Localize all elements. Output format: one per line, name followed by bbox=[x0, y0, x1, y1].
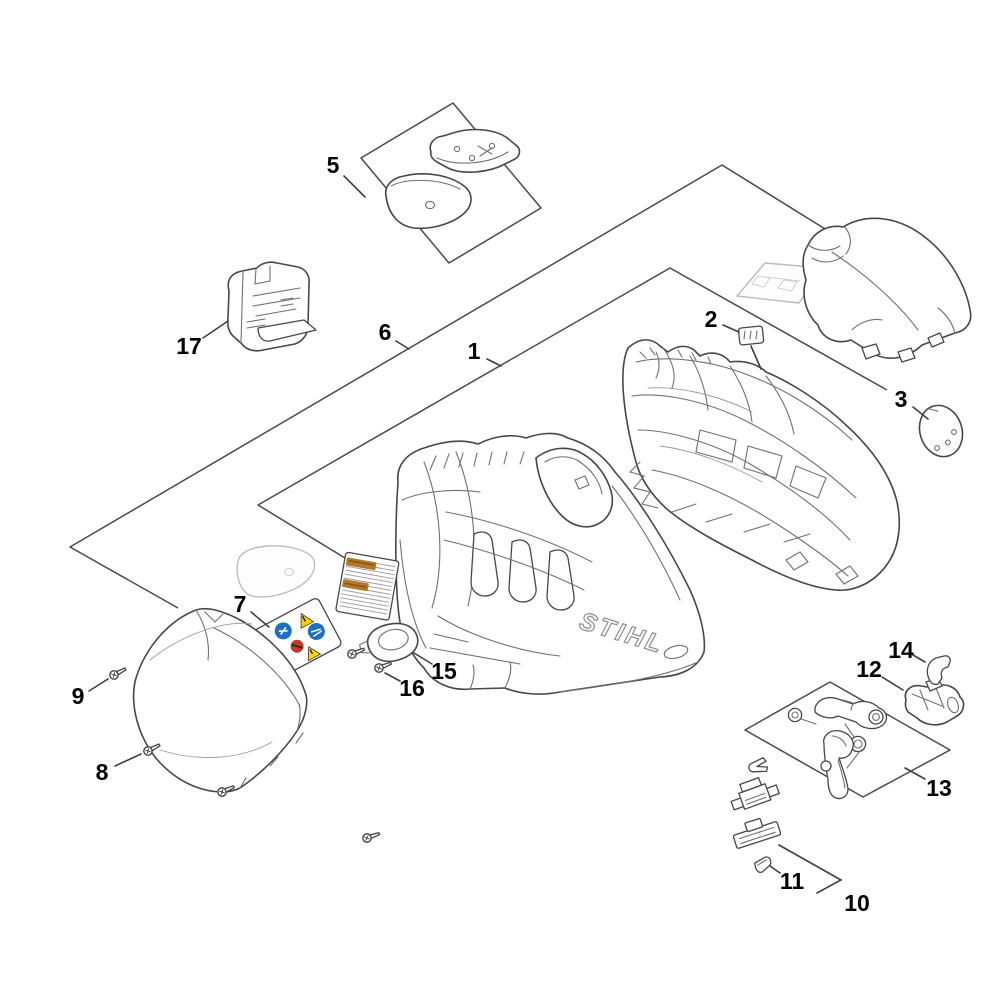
callout-15: 15 bbox=[431, 658, 457, 684]
assembly-outline-inner bbox=[257, 267, 888, 559]
leader-lines bbox=[88, 175, 929, 894]
warning-triangle-icon bbox=[307, 646, 322, 662]
part-15-cover bbox=[359, 622, 419, 663]
housing-half-left: STIHL bbox=[395, 432, 706, 695]
screw-loose bbox=[360, 828, 382, 845]
callout-2: 2 bbox=[705, 306, 718, 332]
callout-14: 14 bbox=[888, 637, 914, 663]
callout-16: 16 bbox=[399, 675, 425, 701]
warning-triangle-icon bbox=[300, 612, 315, 629]
cover-shell-lower bbox=[384, 173, 472, 230]
part-3-cover-disc bbox=[918, 404, 964, 458]
slider-bracket-lower bbox=[732, 817, 782, 849]
callout-9: 9 bbox=[72, 683, 85, 709]
handle-cover-top bbox=[802, 217, 972, 363]
callout-3: 3 bbox=[895, 386, 908, 412]
callout-5: 5 bbox=[327, 152, 340, 178]
screw-9 bbox=[107, 664, 129, 682]
callout-7: 7 bbox=[234, 591, 247, 617]
part-12-switch-housing bbox=[904, 677, 965, 726]
part-2-pointer-line bbox=[750, 345, 762, 370]
mandatory-sign-icon bbox=[274, 622, 292, 640]
mandatory-sign-icon bbox=[307, 622, 325, 640]
information-label bbox=[335, 551, 400, 621]
part-11-cap bbox=[754, 856, 772, 873]
callout-8: 8 bbox=[96, 759, 109, 785]
callout-11: 11 bbox=[780, 868, 805, 894]
callout-17: 17 bbox=[176, 333, 202, 359]
callout-6: 6 bbox=[379, 319, 392, 345]
lower-cover-hood bbox=[132, 607, 308, 793]
prohibition-sign-icon bbox=[290, 639, 304, 653]
callout-13: 13 bbox=[926, 775, 952, 801]
callout-10: 10 bbox=[844, 890, 870, 916]
lockout-lever bbox=[814, 696, 888, 730]
ghost-cover-shell bbox=[236, 545, 316, 598]
callout-12: 12 bbox=[856, 656, 882, 682]
callout-1: 1 bbox=[468, 338, 481, 364]
housing-half-right bbox=[622, 339, 901, 591]
part-17-housing bbox=[226, 261, 317, 352]
retainer-clip bbox=[748, 757, 769, 773]
part-14-clip bbox=[926, 655, 951, 686]
label-stripe-shade bbox=[344, 559, 375, 588]
slider-bracket-upper bbox=[730, 776, 780, 811]
assembly-outline-outer bbox=[69, 164, 831, 609]
part-2-switch bbox=[737, 325, 765, 346]
label-orange-stripe-1 bbox=[345, 557, 377, 571]
callout-labels: 1 2 3 5 6 7 8 9 10 11 12 13 14 15 16 17 bbox=[72, 152, 952, 916]
cover-shell-upper bbox=[429, 128, 521, 173]
trigger bbox=[820, 730, 854, 800]
torsion-spring bbox=[787, 707, 817, 725]
ghost-plate bbox=[736, 262, 824, 304]
